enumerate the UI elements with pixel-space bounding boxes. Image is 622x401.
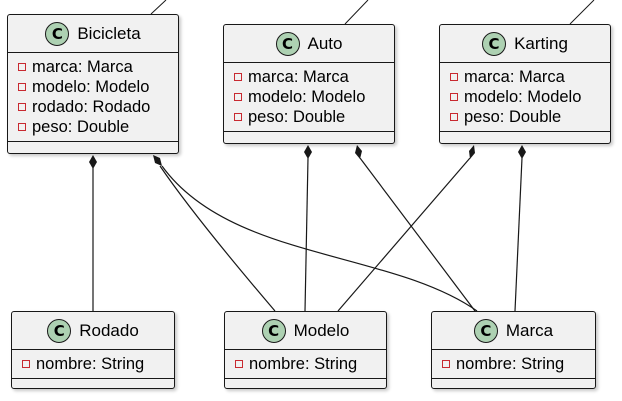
- composition-diamond: [518, 145, 526, 159]
- class-badge-icon: C: [275, 31, 300, 56]
- class-marca[interactable]: C Marca nombre: String: [431, 311, 596, 389]
- private-visibility-icon: [442, 360, 450, 368]
- edge-bicicleta-parent: [150, 0, 167, 15]
- private-visibility-icon: [22, 360, 30, 368]
- class-badge-icon: C: [473, 318, 498, 343]
- edge-karting-multiplicity: *: [574, 0, 579, 7]
- attribute: peso: Double: [450, 107, 610, 127]
- attribute-list: marca: Marca modelo: Modelo peso: Double: [440, 63, 610, 131]
- attribute: nombre: String: [235, 354, 386, 374]
- composition-diamond: [153, 155, 162, 166]
- composition-diamond: [355, 145, 362, 159]
- private-visibility-icon: [18, 103, 26, 111]
- edge-auto-modelo: [304, 157, 309, 312]
- attribute-list: marca: Marca modelo: Modelo peso: Double: [224, 63, 394, 131]
- composition-diamond: [469, 145, 475, 159]
- attribute-list: marca: Marca modelo: Modelo rodado: Roda…: [8, 53, 178, 141]
- private-visibility-icon: [450, 93, 458, 101]
- attribute: peso: Double: [234, 107, 394, 127]
- attribute: marca: Marca: [18, 57, 178, 77]
- edge-karting-modelo: [337, 157, 471, 312]
- private-visibility-icon: [234, 93, 242, 101]
- methods-compartment: [8, 141, 178, 150]
- methods-compartment: [432, 378, 595, 387]
- class-header: C Modelo: [225, 312, 386, 350]
- class-name: Modelo: [293, 320, 350, 340]
- class-bicicleta[interactable]: C Bicicleta marca: Marca modelo: Modelo …: [7, 14, 179, 154]
- attribute: rodado: Rodado: [18, 97, 178, 117]
- class-badge-icon: C: [45, 21, 70, 46]
- class-modelo[interactable]: C Modelo nombre: String: [224, 311, 387, 389]
- composition-diamond: [89, 155, 97, 169]
- composition-diamond: [304, 145, 312, 159]
- edge-auto-multiplicity: *: [361, 0, 366, 7]
- class-name: Rodado: [79, 320, 139, 340]
- class-name: Karting: [514, 33, 568, 53]
- class-header: C Karting: [440, 25, 610, 63]
- edge-karting-parent: [569, 0, 595, 25]
- class-header: C Auto: [224, 25, 394, 63]
- private-visibility-icon: [235, 360, 243, 368]
- class-badge-icon: C: [47, 318, 72, 343]
- attribute-list: nombre: String: [12, 350, 174, 378]
- private-visibility-icon: [234, 73, 242, 81]
- class-header: C Marca: [432, 312, 595, 350]
- class-name: Marca: [505, 320, 554, 340]
- attribute: nombre: String: [442, 354, 595, 374]
- class-auto[interactable]: C Auto marca: Marca modelo: Modelo peso:…: [223, 24, 395, 144]
- attribute: modelo: Modelo: [234, 87, 394, 107]
- methods-compartment: [440, 131, 610, 140]
- attribute: marca: Marca: [450, 67, 610, 87]
- attribute: peso: Double: [18, 117, 178, 137]
- edge-bicicleta-marca: [161, 165, 478, 312]
- class-name: Bicicleta: [77, 23, 141, 43]
- edge-auto-marca: [359, 157, 476, 312]
- private-visibility-icon: [18, 83, 26, 91]
- edge-karting-marca: [514, 157, 523, 312]
- edge-auto-parent: [344, 0, 369, 25]
- private-visibility-icon: [18, 63, 26, 71]
- class-karting[interactable]: C Karting marca: Marca modelo: Modelo pe…: [439, 24, 611, 144]
- class-name: Auto: [307, 33, 343, 53]
- class-badge-icon: C: [261, 318, 286, 343]
- methods-compartment: [224, 131, 394, 140]
- attribute-list: nombre: String: [432, 350, 595, 378]
- class-badge-icon: C: [482, 31, 507, 56]
- attribute-list: nombre: String: [225, 350, 386, 378]
- attribute: marca: Marca: [234, 67, 394, 87]
- methods-compartment: [12, 378, 174, 387]
- class-rodado[interactable]: C Rodado nombre: String: [11, 311, 175, 389]
- methods-compartment: [225, 378, 386, 387]
- private-visibility-icon: [450, 73, 458, 81]
- private-visibility-icon: [18, 123, 26, 131]
- private-visibility-icon: [234, 113, 242, 121]
- private-visibility-icon: [450, 113, 458, 121]
- edge-bicicleta-modelo: [159, 165, 276, 312]
- class-header: C Bicicleta: [8, 15, 178, 53]
- attribute: modelo: Modelo: [18, 77, 178, 97]
- attribute: modelo: Modelo: [450, 87, 610, 107]
- attribute: nombre: String: [22, 354, 174, 374]
- class-header: C Rodado: [12, 312, 174, 350]
